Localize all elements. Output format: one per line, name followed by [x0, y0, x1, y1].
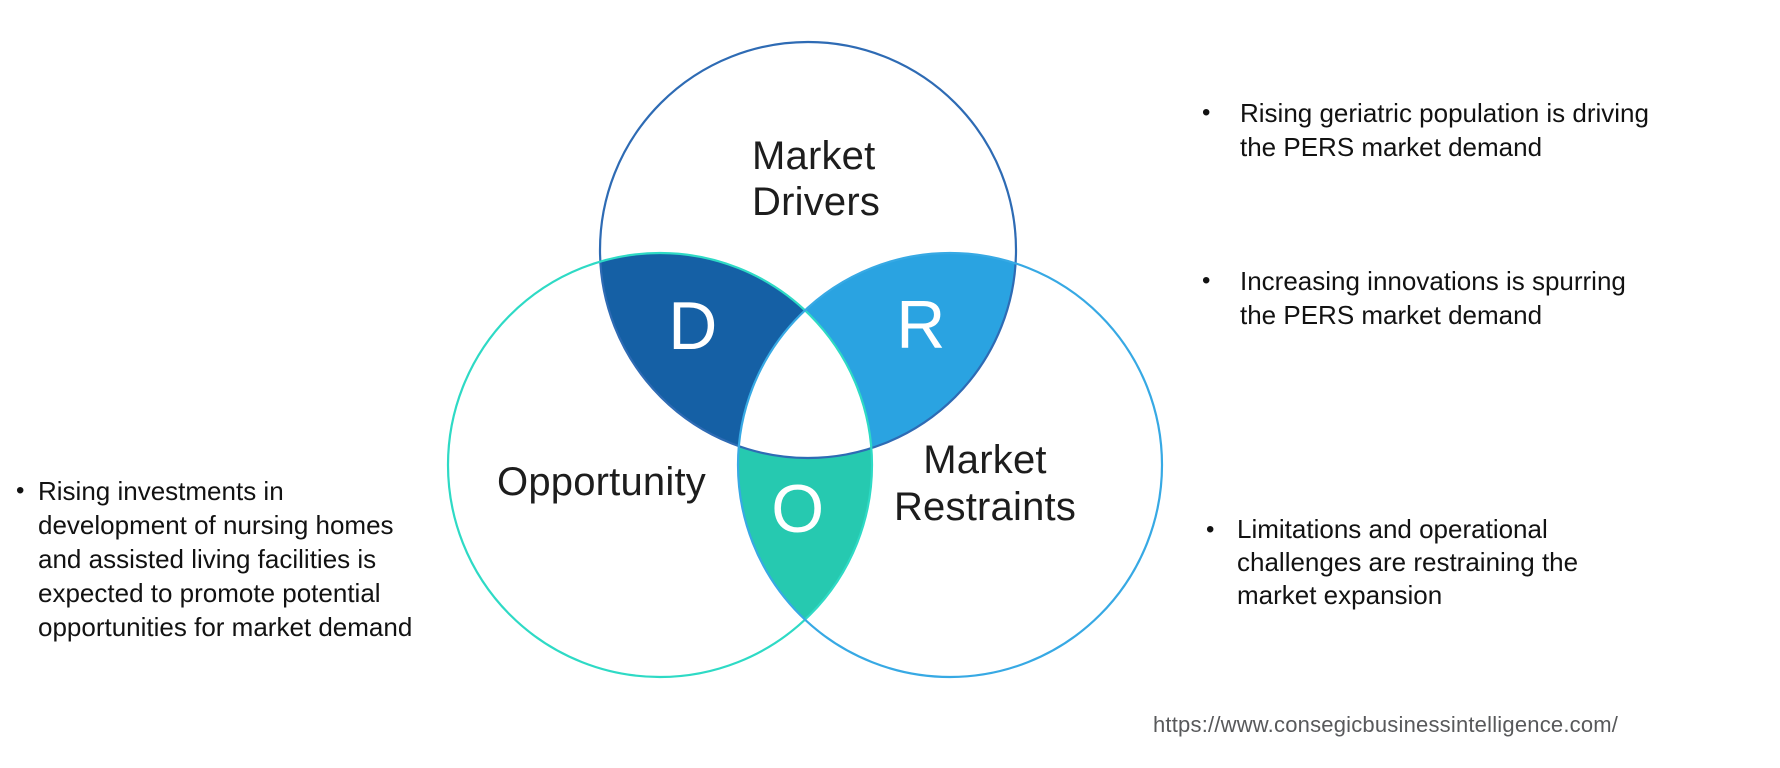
opportunity-label: Opportunity — [497, 460, 706, 504]
drivers-circle — [598, 40, 1018, 460]
opportunity-note-text: Rising investments in development of nur… — [38, 476, 413, 642]
drivers-note-1: • Rising geriatric population is driving… — [1202, 96, 1682, 164]
restraints-note: • Limitations and operational challenges… — [1206, 513, 1666, 612]
drivers-note-2-text: Increasing innovations is spurring the P… — [1240, 266, 1626, 330]
bullet-icon: • — [1202, 267, 1211, 294]
drivers-note-2: • Increasing innovations is spurring the… — [1202, 264, 1682, 332]
opportunity-circle — [446, 251, 874, 679]
restraints-label: Market Restraints — [893, 438, 1077, 529]
bullet-icon: • — [1202, 99, 1211, 126]
drivers-note-1-text: Rising geriatric population is driving t… — [1240, 98, 1649, 162]
opportunity-overlap-letter: O — [771, 471, 825, 547]
restraints-note-text: Limitations and operational challenges a… — [1237, 514, 1579, 610]
source-url[interactable]: https://www.consegicbusinessintelligence… — [1153, 712, 1619, 737]
bullet-icon: • — [16, 477, 25, 504]
restraints-circle — [736, 251, 1164, 679]
drivers-label: Market Drivers — [752, 134, 881, 224]
restraints-overlap-letter: R — [896, 287, 946, 363]
drivers-overlap-letter: D — [668, 288, 718, 364]
bullet-icon: • — [1206, 516, 1215, 543]
opportunity-note: • Rising investments in development of n… — [16, 474, 436, 644]
